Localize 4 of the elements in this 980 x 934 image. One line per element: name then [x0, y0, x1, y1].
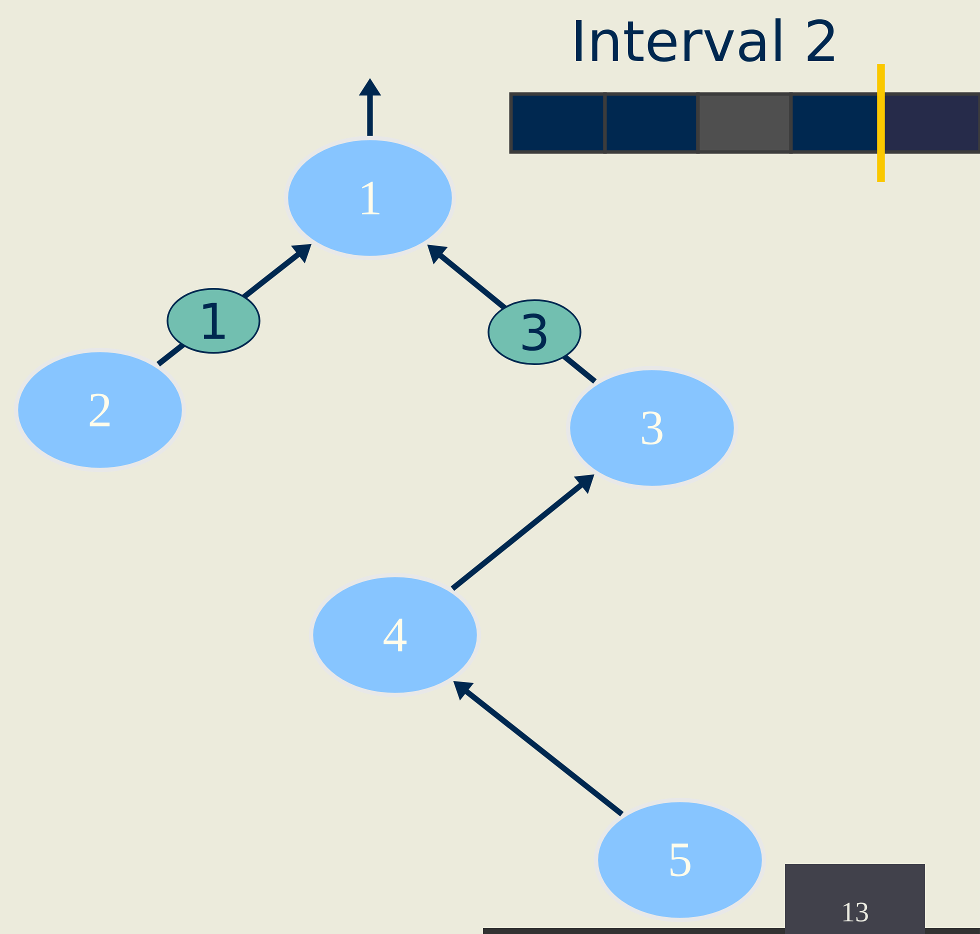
page-number-box: 13 — [785, 864, 925, 934]
edge-label: 1 — [166, 288, 260, 354]
edge-label: 3 — [488, 299, 582, 366]
title: Interval 2 — [576, 18, 834, 62]
